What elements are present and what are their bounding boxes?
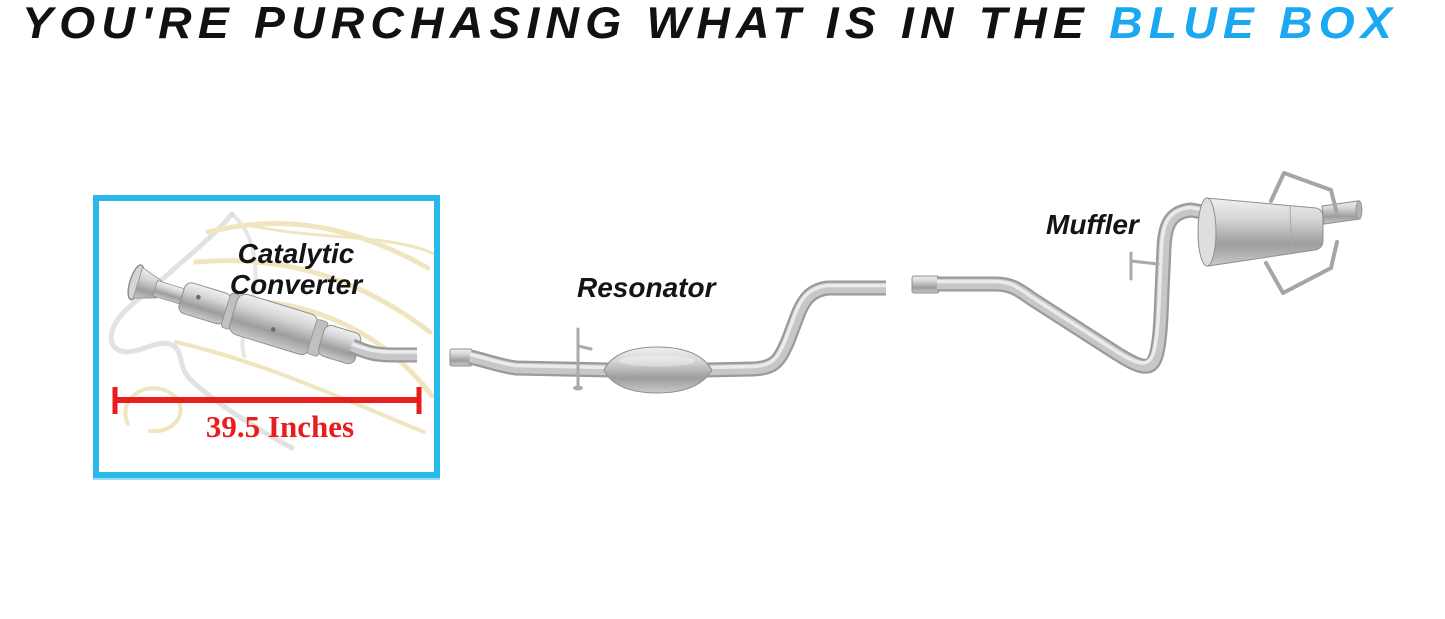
blue-box — [93, 195, 440, 478]
resonator-illustration — [449, 280, 886, 394]
headline-highlight: BLUE BOX — [1109, 0, 1398, 48]
headline-text: YOU'RE PURCHASING WHAT IS IN THE — [22, 0, 1110, 48]
headline: YOU'RE PURCHASING WHAT IS IN THE BLUE BO… — [22, 0, 1398, 49]
horse-watermark — [108, 211, 434, 451]
resonator-label: Resonator — [577, 272, 716, 303]
catalytic-converter-illustration — [127, 264, 417, 365]
measurement-label: 39.5 Inches — [205, 409, 355, 444]
muffler-illustration — [911, 171, 1363, 374]
muffler-label: Muffler — [1046, 209, 1139, 240]
converter-outlet-pipe — [348, 339, 417, 363]
catalytic-converter-label: Catalytic Converter — [229, 238, 363, 300]
measurement-line — [112, 387, 422, 414]
